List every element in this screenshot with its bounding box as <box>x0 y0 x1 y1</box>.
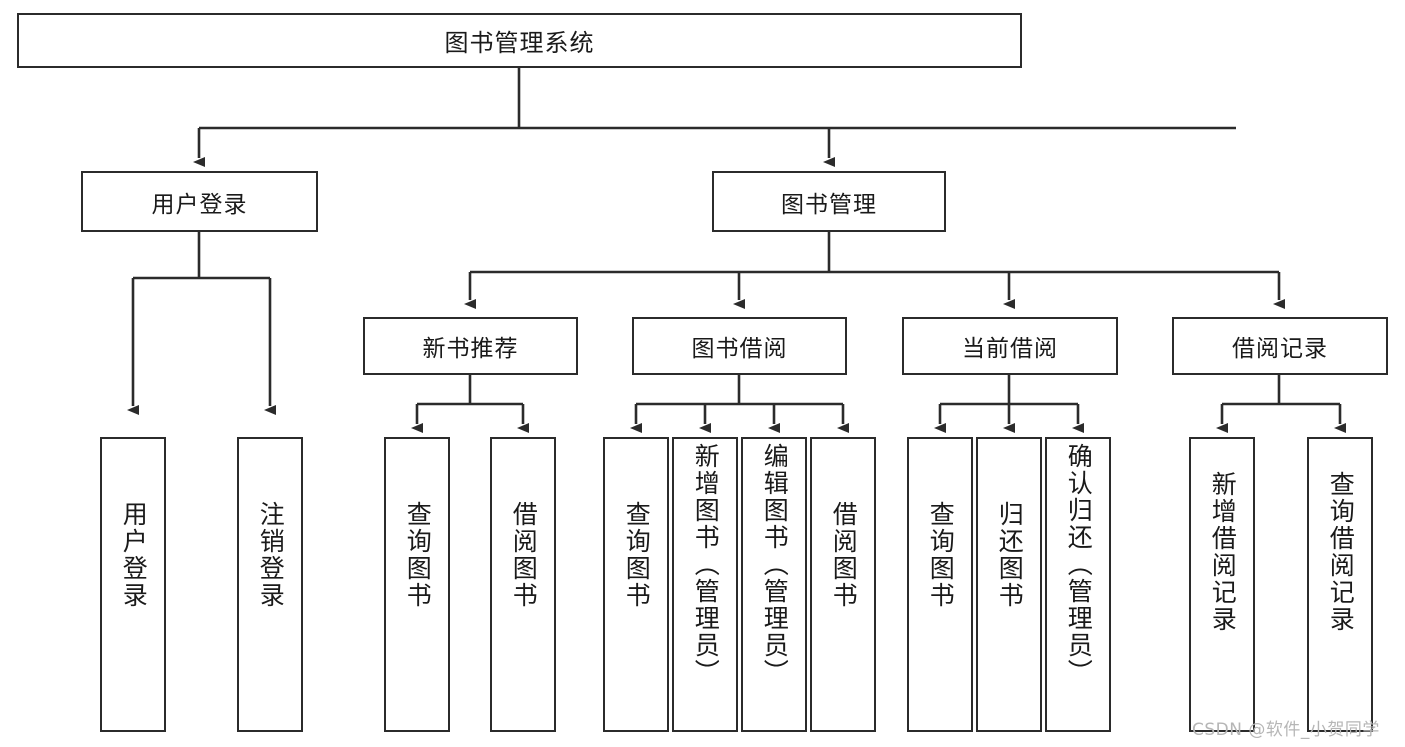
leaf-query-record-label: 查询借阅记录 <box>1326 471 1356 633</box>
leaf-add-book[interactable]: 新增图书（管理员） <box>672 437 738 732</box>
leaf-confirm-return[interactable]: 确认归还（管理员） <box>1045 437 1111 732</box>
leaf-user-login-label: 用户登录 <box>119 501 149 609</box>
leaf-borrow-book-2-label: 借阅图书 <box>829 501 859 609</box>
leaf-edit-book-label: 编辑图书（管理员） <box>760 443 790 686</box>
node-borrow-record-label: 借阅记录 <box>1232 336 1328 362</box>
leaf-query-book-1[interactable]: 查询图书 <box>384 437 450 732</box>
node-new-book-recommend-label: 新书推荐 <box>422 336 519 362</box>
node-book-borrow-label: 图书借阅 <box>691 336 788 362</box>
node-current-borrow-label: 当前借阅 <box>962 336 1058 362</box>
node-user-login[interactable]: 用户登录 <box>81 171 318 232</box>
csdn-watermark: CSDN @软件_小贺同学 <box>1192 720 1380 740</box>
node-book-management[interactable]: 图书管理 <box>712 171 946 232</box>
node-book-borrow[interactable]: 图书借阅 <box>632 317 847 375</box>
leaf-query-book-2[interactable]: 查询图书 <box>603 437 669 732</box>
leaf-query-book-3-label: 查询图书 <box>926 501 956 609</box>
leaf-query-record[interactable]: 查询借阅记录 <box>1307 437 1373 732</box>
leaf-add-record[interactable]: 新增借阅记录 <box>1189 437 1255 732</box>
leaf-return-book-label: 归还图书 <box>995 501 1025 609</box>
leaf-borrow-book-2[interactable]: 借阅图书 <box>810 437 876 732</box>
leaf-edit-book[interactable]: 编辑图书（管理员） <box>741 437 807 732</box>
leaf-user-login[interactable]: 用户登录 <box>100 437 166 732</box>
leaf-logout[interactable]: 注销登录 <box>237 437 303 732</box>
leaf-query-book-2-label: 查询图书 <box>622 501 652 609</box>
leaf-query-book-3[interactable]: 查询图书 <box>907 437 973 732</box>
leaf-add-record-label: 新增借阅记录 <box>1208 471 1238 633</box>
node-root-label: 图书管理系统 <box>444 29 595 57</box>
leaf-borrow-book-1-label: 借阅图书 <box>509 501 539 609</box>
leaf-borrow-book-1[interactable]: 借阅图书 <box>490 437 556 732</box>
leaf-return-book[interactable]: 归还图书 <box>976 437 1042 732</box>
node-user-login-label: 用户登录 <box>151 191 248 218</box>
node-current-borrow[interactable]: 当前借阅 <box>902 317 1118 375</box>
leaf-query-book-1-label: 查询图书 <box>403 501 433 609</box>
leaf-confirm-return-label: 确认归还（管理员） <box>1064 443 1094 686</box>
leaf-add-book-label: 新增图书（管理员） <box>691 443 721 686</box>
node-new-book-recommend[interactable]: 新书推荐 <box>363 317 578 375</box>
leaf-logout-label: 注销登录 <box>256 501 286 609</box>
node-root[interactable]: 图书管理系统 <box>17 13 1022 68</box>
node-borrow-record[interactable]: 借阅记录 <box>1172 317 1388 375</box>
node-book-management-label: 图书管理 <box>781 191 877 218</box>
